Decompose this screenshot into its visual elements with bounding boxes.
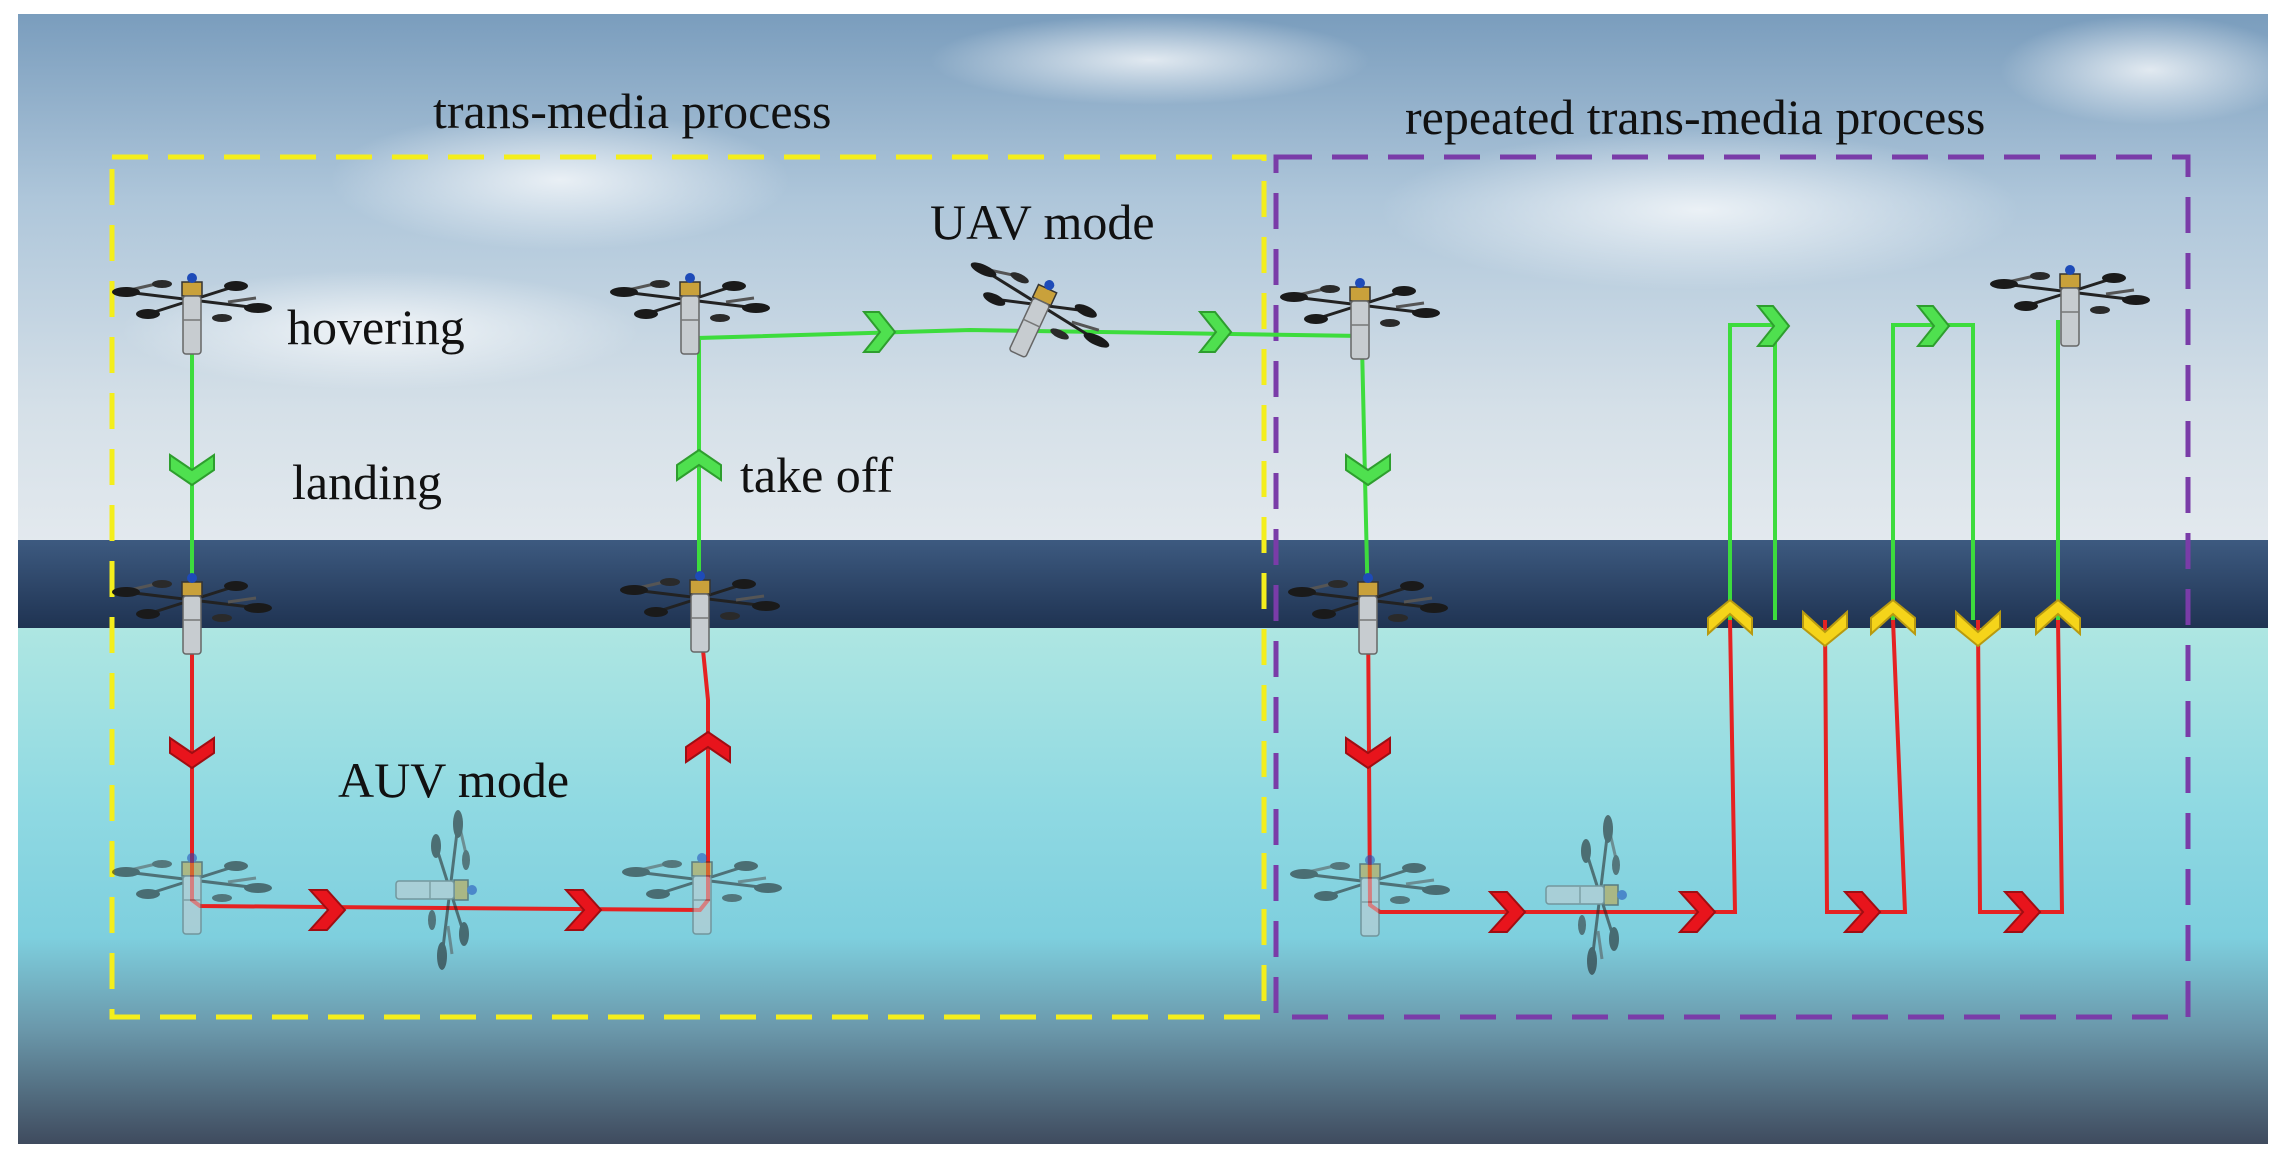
- take-off-label: take off: [740, 447, 894, 503]
- cloud: [2000, 15, 2283, 125]
- right-box-title: repeated trans-media process: [1405, 89, 1986, 145]
- cloud: [930, 15, 1370, 105]
- cloud: [330, 110, 790, 250]
- auv-mode-label: AUV mode: [338, 752, 570, 808]
- landing-label: landing: [292, 454, 442, 510]
- underwater-background: [18, 628, 2268, 1144]
- sea-surface-band: [18, 540, 2268, 628]
- trans-media-box: [109, 154, 1267, 1020]
- repeated-trans-media-box: [1273, 154, 2191, 1020]
- air-direction-arrow: [169, 305, 1951, 487]
- left-box-title: trans-media process: [433, 83, 832, 139]
- hovering-label: hovering: [287, 299, 465, 355]
- water-direction-arrow: [169, 730, 2042, 933]
- surface-direction-arrow: [1707, 598, 2081, 648]
- uav-mode-label: UAV mode: [930, 194, 1155, 250]
- cloud: [1380, 130, 2020, 290]
